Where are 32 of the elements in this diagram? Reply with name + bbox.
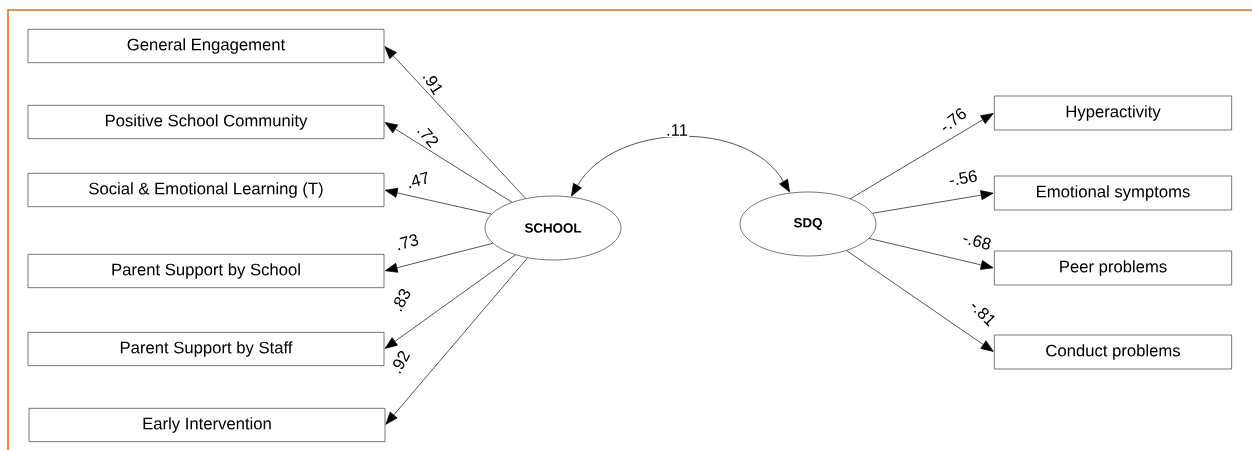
indicator-box: Conduct problems <box>994 334 1232 370</box>
arrow <box>850 113 994 200</box>
arrow <box>384 242 494 273</box>
edge-label: -.56 <box>946 168 980 188</box>
edge-label: -.68 <box>960 229 995 253</box>
edge-label: .92 <box>387 347 413 377</box>
edge-label: .72 <box>414 121 442 151</box>
edge-label: .83 <box>388 285 414 315</box>
arrow <box>872 190 994 214</box>
arrow <box>384 46 526 199</box>
arrow <box>384 254 516 349</box>
indicator-box: Peer problems <box>994 250 1232 286</box>
indicator-box: General Engagement <box>27 29 385 63</box>
edge-label: -.81 <box>966 296 1000 330</box>
edge-label: .73 <box>392 231 422 253</box>
indicator-box: Parent Support by School <box>27 254 385 288</box>
indicator-box: Hyperactivity <box>994 95 1232 131</box>
arrow <box>868 238 994 270</box>
edge-label: .11 <box>664 122 690 138</box>
indicator-box: Early Intervention <box>28 408 386 442</box>
arrow <box>846 250 994 352</box>
indicator-box: Parent Support by Staff <box>27 332 385 366</box>
arrow <box>571 135 790 197</box>
arrow <box>384 188 492 215</box>
indicator-box: Emotional symptoms <box>994 175 1232 211</box>
arrow <box>384 122 513 203</box>
indicator-box: Social & Emotional Learning (T) <box>27 173 385 207</box>
edge-label: .47 <box>403 169 433 191</box>
edge-label: .91 <box>420 68 446 98</box>
indicator-box: Positive School Community <box>27 105 385 139</box>
arrow <box>385 257 528 425</box>
edge-label: -.76 <box>936 104 970 136</box>
